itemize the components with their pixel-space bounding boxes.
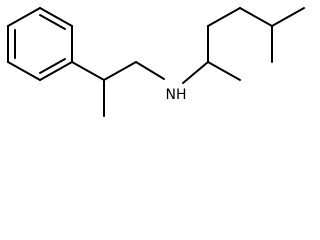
molecule-structure: NH (7, 7, 305, 117)
bond (239, 7, 273, 27)
bond (103, 61, 137, 81)
atom-label-nh: NH (166, 87, 187, 103)
ring-double-bond (39, 58, 66, 74)
ring-bond (39, 7, 73, 27)
ring-bond (7, 61, 41, 81)
carbon-chain (71, 7, 305, 117)
bond (71, 61, 105, 81)
bond (207, 61, 241, 81)
ring-double-bond (39, 14, 66, 30)
ring-bond (39, 61, 73, 81)
bond (135, 61, 165, 80)
phenyl-ring (7, 7, 73, 81)
bond (182, 61, 209, 84)
ring-bond (7, 7, 41, 27)
bond (207, 7, 241, 27)
bond (271, 7, 305, 27)
